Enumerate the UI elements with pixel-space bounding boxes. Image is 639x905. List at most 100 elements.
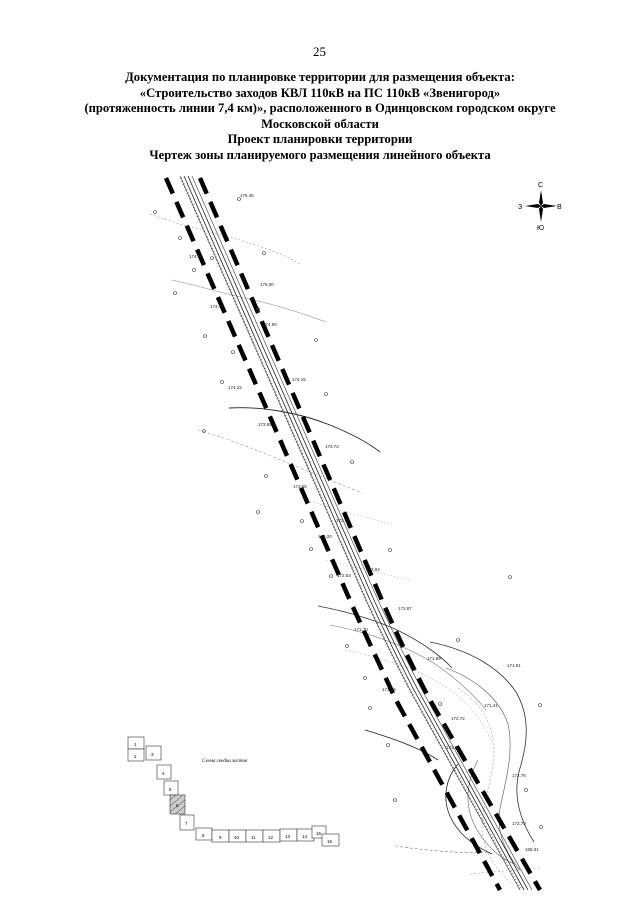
compass-north-label: С bbox=[538, 182, 543, 189]
survey-point bbox=[192, 268, 196, 272]
survey-point bbox=[256, 307, 260, 311]
contour-line bbox=[457, 687, 513, 885]
contour-line bbox=[197, 429, 363, 494]
survey-point bbox=[173, 291, 177, 295]
title-line-6: Чертеж зоны планируемого размещения лине… bbox=[149, 147, 491, 162]
elevation-label: 172.48 bbox=[336, 518, 350, 523]
survey-point bbox=[210, 256, 214, 260]
hatch-line bbox=[169, 799, 186, 813]
key-sheet bbox=[321, 833, 340, 847]
title-line-1: Документация по планировке территории дл… bbox=[125, 70, 515, 84]
elevation-label: 171.70 bbox=[354, 627, 368, 632]
contour-lines bbox=[149, 213, 541, 885]
elevation-label: 171.41 bbox=[484, 703, 498, 708]
contour-line bbox=[445, 667, 521, 871]
hatch-line bbox=[174, 805, 186, 815]
key-sheet-label: 11 bbox=[251, 835, 256, 840]
key-sheet-label: 3 bbox=[151, 752, 154, 757]
corridor-edge-right bbox=[191, 175, 533, 891]
survey-point bbox=[345, 644, 349, 648]
survey-point bbox=[300, 519, 304, 523]
document-title: Документация по планировке территории дл… bbox=[60, 70, 580, 163]
contour-line bbox=[329, 624, 487, 711]
elevation-label: 173.89 bbox=[258, 422, 272, 427]
survey-point bbox=[202, 429, 206, 433]
key-sheet-label: 16 bbox=[327, 839, 333, 844]
survey-point bbox=[231, 350, 235, 354]
elevation-label: 175.00 bbox=[260, 282, 274, 287]
contour-line bbox=[149, 213, 301, 265]
elevation-label: 175.35 bbox=[240, 193, 254, 198]
sheet-key-map: 1 2 3 4 5 6 7 8 9 10 11 12 13 14 15 16 С… bbox=[127, 736, 340, 847]
elevation-label: 173.20 bbox=[446, 745, 460, 750]
elevation-label: 173.55 bbox=[293, 484, 307, 489]
contour-line bbox=[317, 605, 453, 669]
elevation-label: 171.89 bbox=[427, 656, 441, 661]
zone-boundary-right bbox=[197, 177, 542, 892]
survey-point bbox=[329, 574, 333, 578]
title-line-2: «Строительство заходов КВЛ 110кВ на ПС 1… bbox=[139, 85, 501, 100]
key-sheet-label: 10 bbox=[234, 835, 240, 840]
title-line-4: Московской области bbox=[261, 116, 379, 131]
elevation-label: 172.87 bbox=[398, 606, 412, 611]
survey-point bbox=[309, 547, 313, 551]
corridor-hatch bbox=[179, 177, 522, 891]
key-sheet bbox=[145, 745, 162, 761]
key-sheet-label: 9 bbox=[219, 835, 222, 840]
key-sheet-label: 8 bbox=[202, 833, 205, 838]
survey-point bbox=[178, 236, 182, 240]
key-sheet-label: 12 bbox=[268, 835, 274, 840]
survey-point bbox=[539, 825, 543, 829]
elevation-label: 171.96 bbox=[382, 687, 396, 692]
elevation-label: 172.79 bbox=[512, 821, 526, 826]
key-sheet bbox=[127, 748, 145, 762]
contour-line bbox=[364, 729, 439, 761]
contour-line bbox=[429, 641, 535, 843]
contour-line bbox=[344, 649, 493, 743]
compass-south-label: Ю bbox=[537, 225, 544, 232]
key-sheet-label: 15 bbox=[316, 831, 322, 836]
elevation-label: 174.22 bbox=[228, 385, 242, 390]
compass-arrow-north bbox=[539, 190, 543, 206]
compass-arrow-west bbox=[525, 204, 541, 208]
elevation-label: 173.20 bbox=[318, 534, 332, 539]
zone-boundary-left bbox=[163, 177, 502, 892]
compass-arrow-south bbox=[539, 206, 543, 222]
survey-point bbox=[363, 676, 367, 680]
key-sheet-label: 14 bbox=[302, 834, 308, 839]
compass-west-label: З bbox=[518, 204, 522, 211]
survey-point bbox=[386, 743, 390, 747]
elevation-label: 174.15 bbox=[292, 377, 306, 382]
elevation-label: 172.72 bbox=[451, 716, 465, 721]
key-sheet bbox=[156, 764, 172, 780]
elevation-label: 174.90 bbox=[263, 322, 277, 327]
survey-point bbox=[264, 474, 268, 478]
cable-line-corridor bbox=[179, 175, 533, 891]
hatch-line bbox=[169, 794, 177, 801]
survey-point bbox=[237, 197, 241, 201]
elevation-label: 173.04 bbox=[366, 567, 380, 572]
survey-point bbox=[388, 548, 392, 552]
key-sheet bbox=[179, 814, 195, 831]
compass-rose: С Ю З В bbox=[518, 182, 562, 232]
key-sheet-label: 13 bbox=[285, 834, 291, 839]
key-sheet-label: 2 bbox=[134, 754, 137, 759]
key-sheet-label: 4 bbox=[162, 771, 165, 776]
survey-point bbox=[368, 706, 372, 710]
page-number: 25 bbox=[313, 44, 326, 59]
elevation-label: 168.31 bbox=[525, 847, 539, 852]
survey-point bbox=[324, 392, 328, 396]
key-sheet-label: 7 bbox=[185, 821, 188, 826]
survey-points bbox=[153, 197, 543, 829]
contour-line bbox=[171, 279, 327, 323]
elevation-label: 174.47 bbox=[210, 304, 224, 309]
survey-point bbox=[314, 338, 318, 342]
survey-point bbox=[393, 798, 397, 802]
cable-line-axis-1 bbox=[183, 175, 525, 891]
elevation-label: 174.80 bbox=[189, 254, 203, 259]
survey-point bbox=[262, 251, 266, 255]
compass-east-label: В bbox=[557, 204, 562, 211]
key-map-caption: Схема сводки листов bbox=[202, 759, 248, 764]
survey-point bbox=[456, 638, 460, 642]
